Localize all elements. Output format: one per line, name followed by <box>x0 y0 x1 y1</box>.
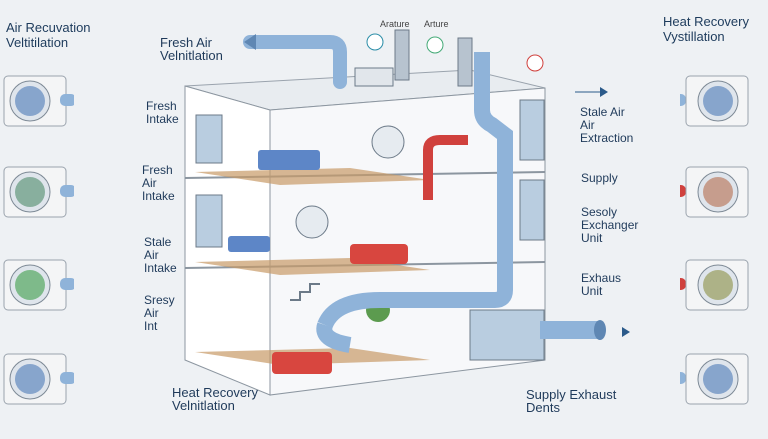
title-left: Air Recuvation Veltitilation <box>6 20 91 50</box>
label-exchanger-unit: Sesoly Exchanger Unit <box>581 205 639 245</box>
roof-vent-stack <box>394 29 410 81</box>
title-right: Heat Recovery Vystillation <box>663 14 749 44</box>
outdoor-unit <box>680 75 749 127</box>
label-supply: Supply <box>581 171 618 185</box>
window-icon <box>195 114 223 164</box>
fan-blade-icon <box>15 177 45 207</box>
fan-blade-icon <box>703 86 733 116</box>
fan-icon <box>295 205 329 239</box>
outdoor-unit <box>680 259 749 311</box>
info-badge-icon <box>526 54 544 72</box>
fan-blade-icon <box>703 364 733 394</box>
return-duct <box>423 135 468 200</box>
label-exhaust-unit: Exhaus Unit <box>581 271 622 298</box>
window-icon <box>195 194 223 248</box>
window-icon <box>469 309 545 361</box>
window-icon <box>519 99 545 161</box>
outdoor-unit <box>680 353 749 405</box>
stairs-icon <box>290 283 320 301</box>
fan-icon <box>371 125 405 159</box>
main-supply-duct <box>317 52 513 329</box>
fan-blade-icon <box>703 270 733 300</box>
label-fresh-air-ventilation: Fresh Air Velnitlation <box>160 35 223 63</box>
outdoor-unit <box>680 166 749 218</box>
label-stale-air-intake: Stale Air Intake <box>144 235 177 275</box>
sofa-icon <box>272 352 332 374</box>
info-badge-icon <box>426 36 444 54</box>
label-arture: Arture <box>424 19 449 29</box>
roof-vent-stack <box>457 37 473 87</box>
bed-icon <box>228 236 270 252</box>
outdoor-unit <box>3 353 74 405</box>
label-heat-recovery-ventilation: Heat Recovery Velnitlation <box>172 385 258 413</box>
outdoor-unit <box>3 259 74 311</box>
arrow-left-icon <box>244 34 256 50</box>
fan-blade-icon <box>15 86 45 116</box>
sofa-icon <box>350 244 408 264</box>
fan-blade-icon <box>703 177 733 207</box>
floor-wood <box>195 168 430 185</box>
label-fresh-air-intake: Fresh Air Intake <box>142 163 175 203</box>
label-arature: Arature <box>380 19 410 29</box>
window-icon <box>519 179 545 241</box>
roof-unit <box>354 67 394 87</box>
fresh-air-duct <box>243 35 347 89</box>
label-fresh-intake: Fresh Intake <box>146 99 179 126</box>
fan-blade-icon <box>15 364 45 394</box>
bed-icon <box>258 150 320 170</box>
outdoor-unit <box>3 166 74 218</box>
label-sresy-air: Sresy Air Int <box>144 293 175 333</box>
label-stale-air-extraction: Stale Air Air Extraction <box>580 105 634 145</box>
info-badge-icon <box>366 33 384 51</box>
fan-blade-icon <box>15 270 45 300</box>
outdoor-unit <box>3 75 74 127</box>
label-supply-exhaust-vents: Supply Exhaust Dents <box>526 387 617 415</box>
main-supply-duct-end <box>316 322 352 353</box>
